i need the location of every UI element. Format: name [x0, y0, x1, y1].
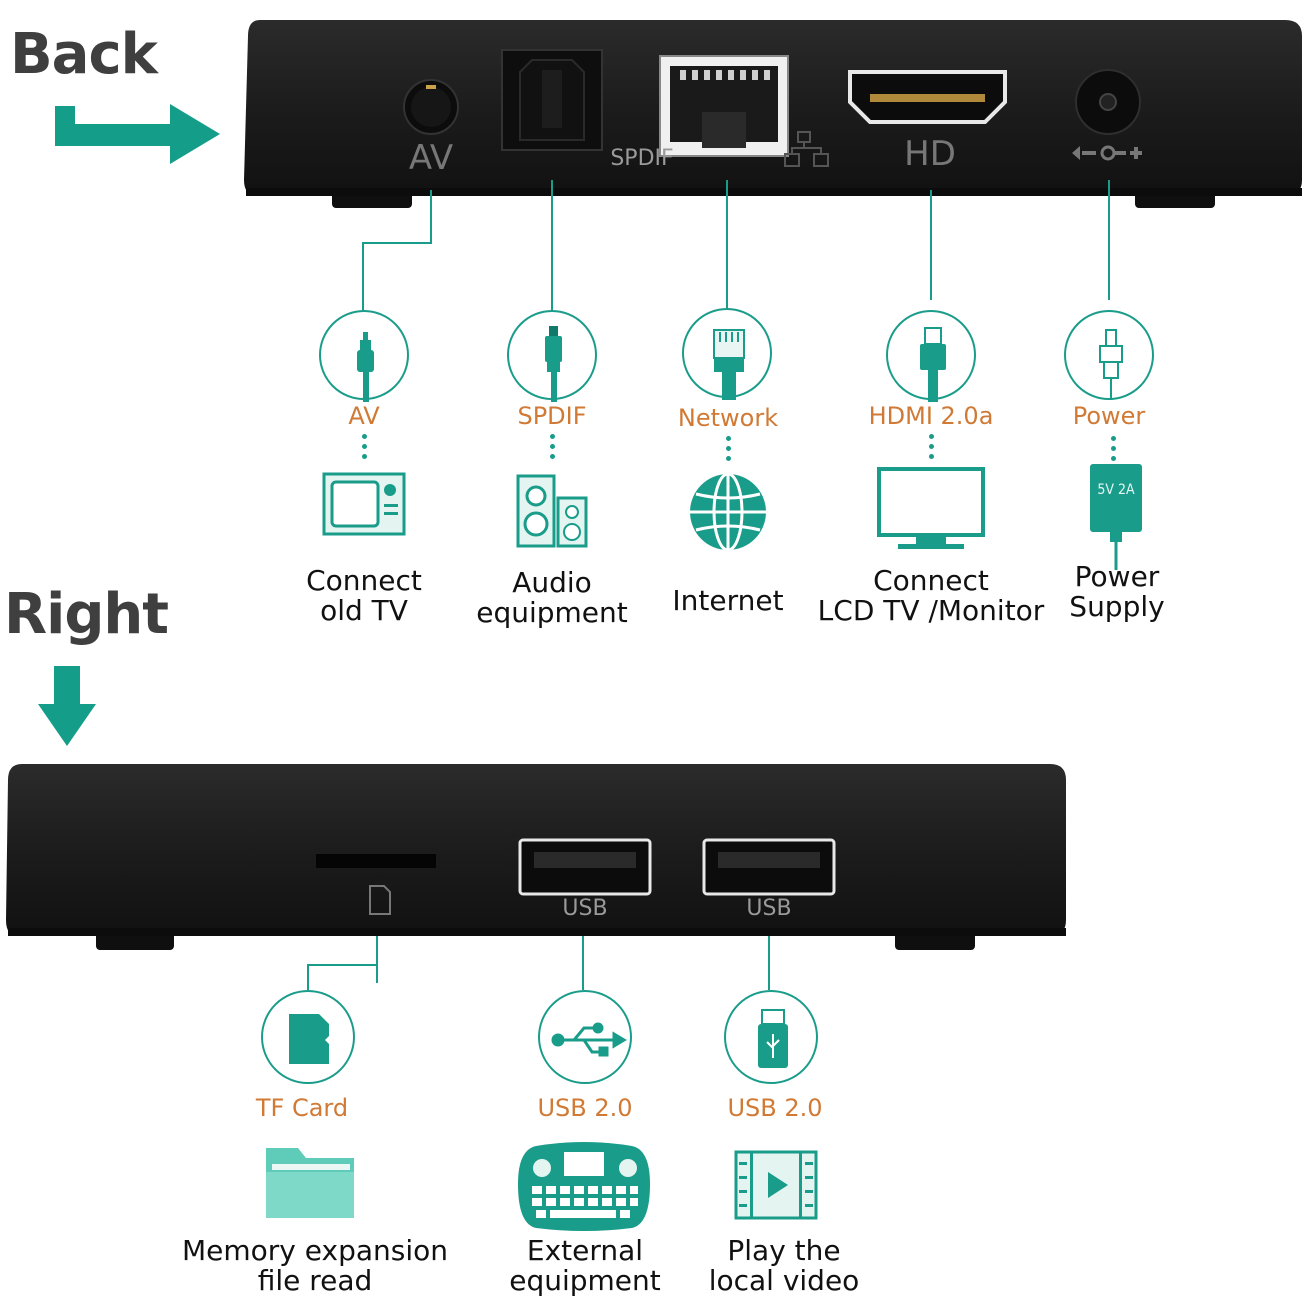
power-plug-icon [1064, 310, 1154, 400]
usb-symbol-icon [538, 990, 632, 1084]
back-av-label: AV [408, 138, 454, 178]
usb-stick-icon [724, 990, 818, 1084]
caption-internet: Internet [672, 584, 784, 617]
optical-plug-icon [507, 310, 597, 402]
ethernet-plug-icon [682, 308, 772, 400]
back-spdif-label: SPDIF [610, 146, 674, 171]
right-usb2-label: USB [746, 896, 792, 921]
dotted-connector [928, 434, 934, 464]
port-label-power: Power [1072, 402, 1146, 430]
av-jack-icon [319, 310, 409, 402]
port-label-av: AV [348, 402, 380, 430]
port-label-hdmi: HDMI 2.0a [868, 402, 994, 430]
dotted-connector [725, 436, 731, 466]
right-usb1-label: USB [562, 896, 608, 921]
monitor-icon [877, 467, 985, 549]
dotted-connector [1110, 436, 1116, 466]
section-title-right: Right [4, 582, 169, 647]
arrow-right-icon [55, 104, 220, 164]
globe-icon [690, 472, 766, 552]
keyboard-icon [518, 1142, 650, 1231]
back-hd-label: HD [904, 134, 956, 174]
right-device-panel [6, 764, 1066, 950]
sd-card-icon [261, 990, 355, 1084]
port-label-network: Network [677, 404, 779, 432]
speakers-icon [516, 474, 588, 548]
port-label-tf-card: TF Card [255, 1094, 349, 1122]
video-icon [734, 1150, 818, 1220]
arrow-down-icon [38, 666, 96, 746]
dotted-connector [361, 434, 367, 464]
back-device-panel [244, 20, 1302, 208]
port-label-usb-2: USB 2.0 [727, 1094, 823, 1122]
folder-icon [266, 1148, 354, 1218]
hdmi-plug-icon [886, 310, 976, 402]
old-tv-icon [322, 472, 406, 536]
section-title-back: Back [10, 22, 158, 87]
adapter-rating: 5V 2A [1097, 482, 1135, 498]
power-adapter-icon [1090, 464, 1142, 570]
port-label-spdif: SPDIF [517, 402, 587, 430]
dotted-connector [549, 434, 555, 464]
port-label-usb-1: USB 2.0 [537, 1094, 633, 1122]
